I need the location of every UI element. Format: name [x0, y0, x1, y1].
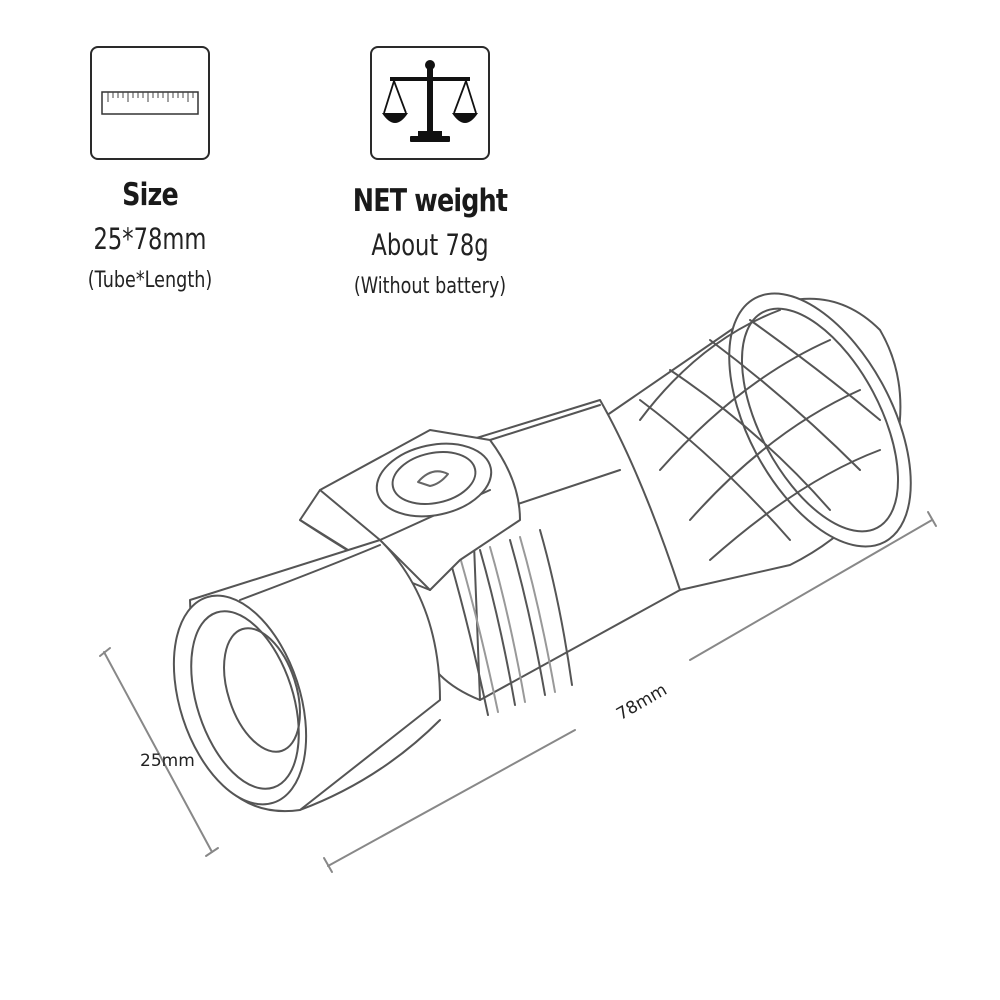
weight-spec: NET weight About 78g (Without battery): [320, 40, 540, 302]
cooling-fins: [449, 529, 573, 716]
head-bezel: [172, 539, 441, 813]
size-spec: Size 25*78mm (Tube*Length): [40, 40, 260, 296]
diameter-dimension-line: [99, 647, 219, 857]
balance-scale-icon: [382, 60, 478, 142]
length-label: 78mm: [613, 680, 670, 725]
size-title: Size: [122, 177, 179, 213]
ruler-icon: [101, 91, 199, 115]
length-dimension-line: [323, 511, 937, 873]
weight-title: NET weight: [352, 183, 508, 219]
size-icon-box: [90, 46, 210, 160]
diameter-label: 25mm: [140, 751, 195, 771]
weight-value: About 78g: [371, 228, 489, 262]
size-value: 25*78mm: [93, 222, 207, 256]
weight-note: (Without battery): [353, 274, 507, 299]
size-note: (Tube*Length): [87, 268, 213, 293]
weight-icon-box: [370, 46, 490, 160]
tail-knurled-section: [599, 292, 912, 591]
switch-button: [375, 442, 493, 518]
